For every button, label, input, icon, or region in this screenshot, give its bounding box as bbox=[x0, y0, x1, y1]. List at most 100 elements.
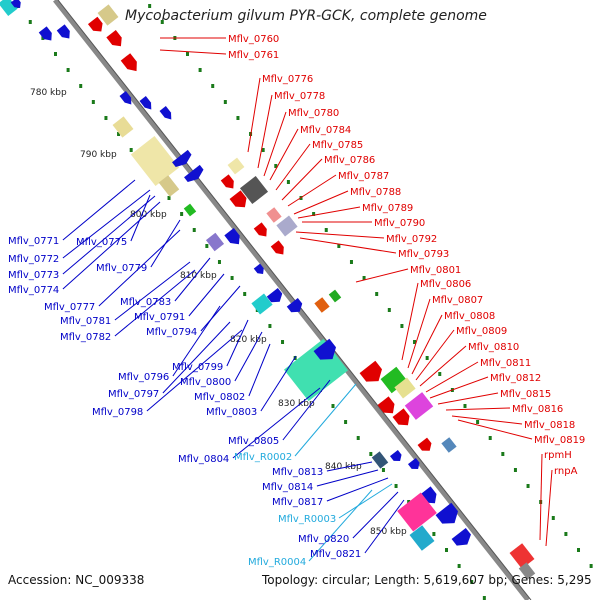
tick-dot bbox=[482, 596, 486, 600]
gene-label-line bbox=[352, 491, 399, 539]
tick-dot bbox=[375, 292, 379, 296]
gene-label-line bbox=[269, 128, 299, 181]
tick-dot bbox=[185, 52, 189, 56]
gene-label-line bbox=[172, 305, 221, 377]
gene-feature-arrow bbox=[119, 91, 132, 105]
gene-feature-arrow bbox=[106, 30, 122, 47]
gene-feature-box bbox=[0, 0, 18, 16]
gene-label-line bbox=[294, 383, 357, 457]
tick-dot bbox=[243, 292, 247, 296]
gene-label-reverse: Mflv_0817 bbox=[272, 497, 323, 508]
gene-label-line bbox=[98, 229, 181, 307]
tick-dot bbox=[337, 244, 341, 248]
tick-dot bbox=[438, 372, 442, 376]
gene-label-line bbox=[62, 189, 151, 259]
gene-feature-box bbox=[227, 157, 245, 175]
gene-label-line bbox=[415, 329, 455, 381]
tick-dot bbox=[344, 420, 348, 424]
gene-label-reverse: Mflv_0779 bbox=[96, 263, 147, 274]
gene-feature-box bbox=[239, 175, 269, 205]
tick-dot bbox=[577, 548, 581, 552]
gene-label-reverse: Mflv_0773 bbox=[8, 270, 59, 281]
gene-feature-arrow bbox=[224, 228, 240, 245]
gene-feature-arrow bbox=[253, 263, 264, 274]
gene-feature-arrow bbox=[220, 174, 234, 189]
gene-label-reverse: Mflv_0797 bbox=[108, 389, 159, 400]
kbp-tick-label: 790 kbp bbox=[80, 150, 117, 160]
tick-dot bbox=[274, 164, 278, 168]
gene-label-line bbox=[364, 499, 405, 554]
tick-dot bbox=[369, 452, 373, 456]
gene-label-line bbox=[411, 314, 443, 375]
gene-label-forward: Mflv_0780 bbox=[288, 108, 339, 119]
tick-dot bbox=[425, 356, 429, 360]
gene-feature-arrow bbox=[392, 408, 410, 426]
tick-dot bbox=[564, 532, 568, 536]
gene-label-forward: Mflv_0819 bbox=[534, 435, 585, 446]
tick-dot bbox=[217, 260, 221, 264]
gene-label-line bbox=[297, 206, 361, 219]
gene-label-forward: Mflv_0787 bbox=[338, 171, 389, 182]
tick-dot bbox=[192, 228, 196, 232]
gene-label-reverse: Mflv_0805 bbox=[228, 436, 279, 447]
tick-dot bbox=[129, 148, 133, 152]
gene-label-forward: Mflv_0809 bbox=[456, 326, 507, 337]
gene-label-line bbox=[232, 387, 321, 459]
gene-label-forward: Mflv_0801 bbox=[410, 265, 461, 276]
gene-label-line bbox=[174, 257, 211, 302]
gene-label-reverse: Mflv_0774 bbox=[8, 285, 59, 296]
tick-dot bbox=[28, 20, 32, 24]
gene-label-line bbox=[257, 94, 273, 169]
gene-label-forward: Mflv_0778 bbox=[274, 91, 325, 102]
gene-label-line bbox=[62, 179, 136, 241]
tick-dot bbox=[476, 420, 480, 424]
tick-dot bbox=[589, 564, 593, 568]
gene-label-forward: Mflv_0789 bbox=[362, 203, 413, 214]
gene-label-line bbox=[234, 331, 263, 382]
gene-label-forward: Mflv_0760 bbox=[228, 34, 279, 45]
gene-label-forward: Mflv_0811 bbox=[480, 358, 531, 369]
tick-dot bbox=[551, 516, 555, 520]
gene-label-line bbox=[539, 453, 543, 541]
gene-feature-arrow bbox=[38, 26, 52, 41]
tick-dot bbox=[286, 180, 290, 184]
gene-label-reverse: Mflv_0775 bbox=[76, 237, 127, 248]
right-label-lines bbox=[159, 37, 553, 547]
gene-feature-arrow bbox=[56, 24, 70, 39]
gene-label-reverse: Mflv_0781 bbox=[60, 316, 111, 327]
gene-label-reverse: Mflv_0771 bbox=[8, 236, 59, 247]
gene-label-forward: Mflv_0807 bbox=[432, 295, 483, 306]
gene-feature-box bbox=[97, 4, 119, 26]
gene-label-line bbox=[114, 269, 196, 337]
gene-feature-arrow bbox=[87, 16, 103, 32]
tick-dot bbox=[356, 436, 360, 440]
gene-feature-box bbox=[371, 451, 389, 469]
gene-label-line bbox=[451, 415, 523, 425]
gene-label-forward: Mflv_0815 bbox=[500, 389, 551, 400]
gene-label-forward: Mflv_0810 bbox=[468, 342, 519, 353]
gene-label-line bbox=[260, 355, 297, 412]
tick-dot bbox=[79, 84, 83, 88]
gene-label-line bbox=[146, 329, 243, 412]
tick-dot bbox=[349, 260, 353, 264]
tick-dot bbox=[470, 580, 474, 584]
tick-dot bbox=[236, 116, 240, 120]
gene-label-line bbox=[114, 261, 191, 321]
kbp-tick-label: 810 kbp bbox=[180, 271, 217, 281]
kbp-tick-label: 780 kbp bbox=[30, 88, 67, 98]
gene-feature-arrow bbox=[389, 449, 402, 461]
gene-label-forward: Mflv_0790 bbox=[374, 218, 425, 229]
tick-dot bbox=[407, 500, 411, 504]
gene-label-line bbox=[275, 143, 311, 191]
gene-label-line bbox=[159, 49, 227, 55]
kbp-tick-label: 820 kbp bbox=[230, 335, 267, 345]
gene-feature-box bbox=[509, 543, 535, 569]
gene-label-line bbox=[263, 111, 287, 177]
gene-feature-box bbox=[380, 366, 408, 394]
gene-feature-box bbox=[266, 207, 282, 223]
gene-label-line bbox=[338, 483, 393, 519]
tick-dot bbox=[268, 324, 272, 328]
left-label-lines bbox=[62, 179, 405, 562]
